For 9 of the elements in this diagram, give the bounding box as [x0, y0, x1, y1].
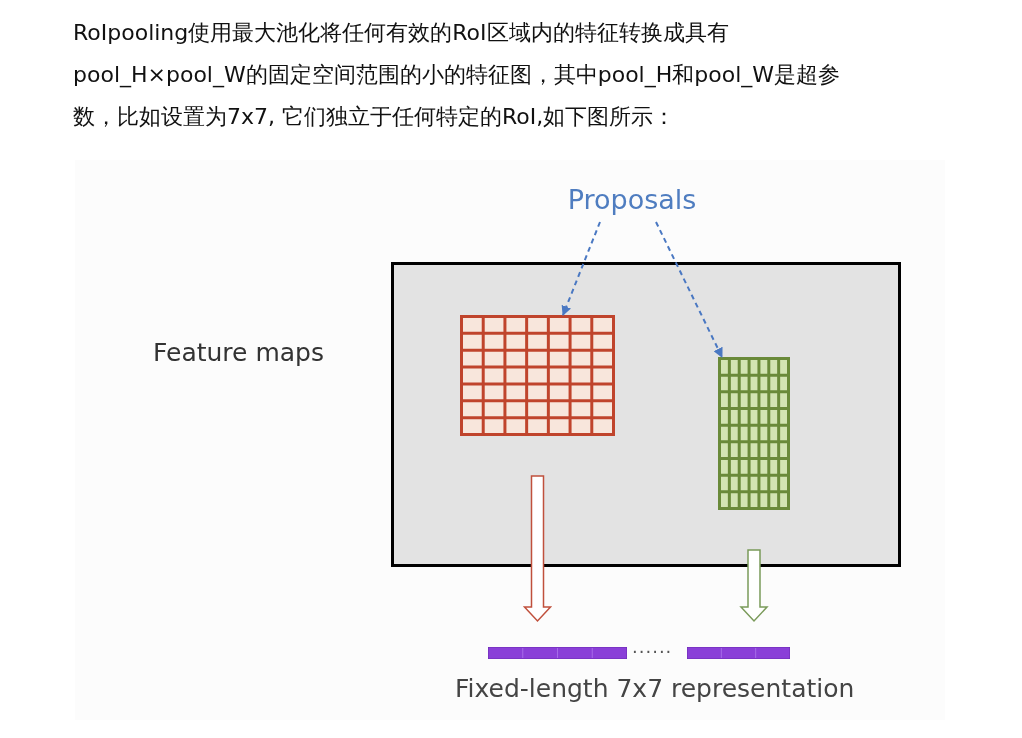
hollow-arrow	[522, 475, 553, 623]
caption-label: Fixed-length 7x7 representation	[455, 674, 855, 703]
paragraph: RoIpooling使用最大池化将任何有效的RoI区域内的特征转换成具有pool_H×pool_W的固定空间范围的小的特征图，其中pool_H和pool_W是超参数，比如设置为7x7, 它们独立于任何特定的RoI,如下图所示：	[73, 19, 841, 131]
node-heading: Feature maps	[153, 338, 324, 367]
ellipsis-label: ......	[632, 636, 673, 657]
hollow-arrow	[739, 549, 769, 623]
node-label: Proposals	[566, 184, 698, 222]
dashed-arrow	[655, 221, 723, 358]
dashed-arrow	[561, 221, 601, 316]
